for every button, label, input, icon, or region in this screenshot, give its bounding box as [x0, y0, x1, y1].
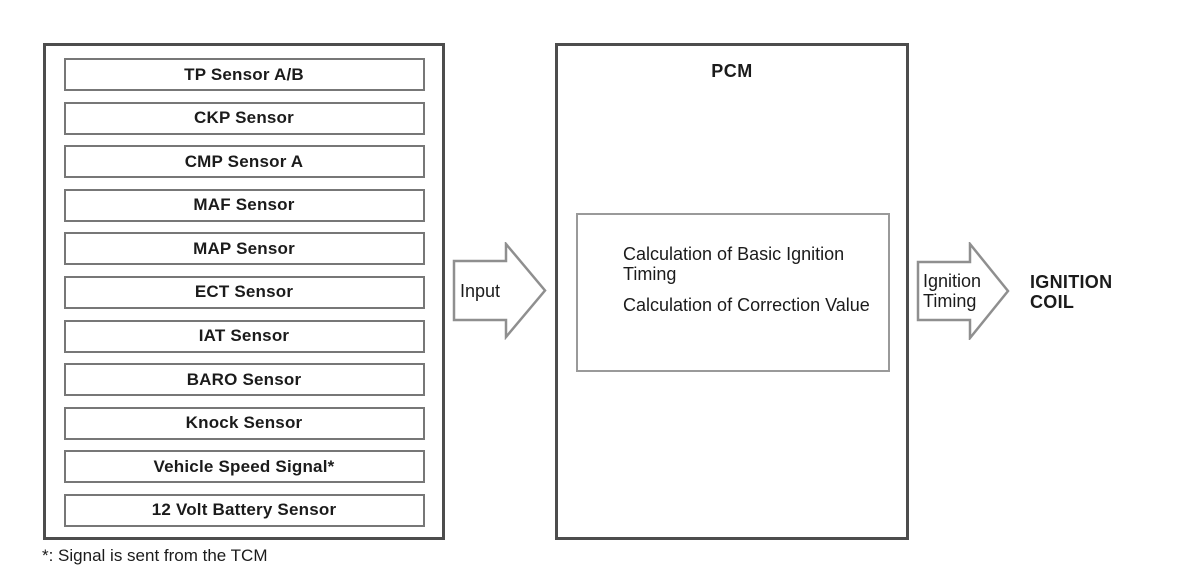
- sensor-box-ckp: CKP Sensor: [63, 101, 425, 135]
- ignition-timing-arrow-label: Ignition Timing: [923, 271, 982, 311]
- sensor-box-baro: BARO Sensor: [63, 363, 425, 397]
- sensor-box-battery: 12 Volt Battery Sensor: [63, 493, 425, 527]
- sensor-box-maf: MAF Sensor: [63, 188, 425, 222]
- ignition-coil-label: IGNITION COIL: [1030, 272, 1113, 312]
- calculation-item-correction-value: Calculation of Correction Value: [623, 295, 870, 315]
- calculation-box: Calculation of Basic Ignition Timing Cal…: [576, 213, 890, 372]
- arrow-right-icon: [916, 242, 1010, 340]
- sensor-box-map: MAP Sensor: [63, 232, 425, 266]
- sensor-box-tp: TP Sensor A/B: [63, 58, 425, 91]
- input-arrow-label: Input: [459, 281, 501, 301]
- calculation-item-basic-timing: Calculation of Basic Ignition Timing: [623, 244, 845, 284]
- sensor-box-ect: ECT Sensor: [63, 275, 425, 309]
- input-arrow: Input: [452, 242, 548, 340]
- sensor-box-iat: IAT Sensor: [63, 319, 425, 353]
- footnote-tcm: *: Signal is sent from the TCM: [42, 546, 268, 565]
- ignition-timing-arrow: Ignition Timing: [916, 242, 1010, 340]
- sensor-group-box: TP Sensor A/B CKP Sensor CMP Sensor A MA…: [43, 43, 445, 540]
- sensor-box-cmp: CMP Sensor A: [63, 145, 425, 179]
- pcm-title: PCM: [711, 61, 753, 81]
- sensor-box-vehicle-speed: Vehicle Speed Signal*: [63, 450, 425, 484]
- sensor-box-knock: Knock Sensor: [63, 406, 425, 440]
- arrow-right-icon: [452, 242, 547, 340]
